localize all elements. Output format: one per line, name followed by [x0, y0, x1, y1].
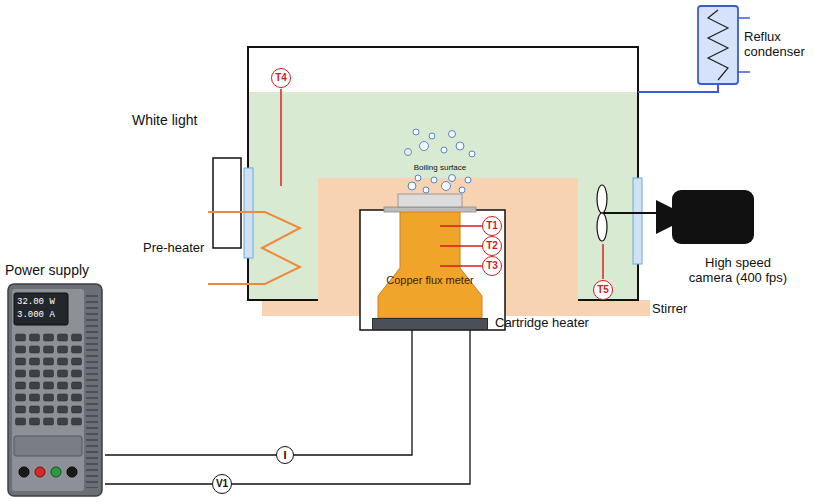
- heater-label: Pre-heater: [143, 241, 204, 256]
- node-text: I: [283, 450, 286, 461]
- node-text: T5: [597, 285, 609, 295]
- flux-meter: Copper flux meter: [372, 212, 488, 318]
- thermocouple-tag: T2: [482, 236, 502, 256]
- node-text: V1: [216, 479, 228, 489]
- thermocouple-tag: T4: [271, 68, 291, 88]
- view-window: [633, 178, 642, 264]
- surface-plate: [384, 207, 476, 212]
- coolant-port: [738, 71, 750, 73]
- thermocouple-probe: [440, 245, 482, 247]
- stirrer-blade: [597, 185, 607, 213]
- flux-meter-shape: [372, 212, 488, 318]
- cartridge-heater: Cartridge heater: [372, 318, 488, 330]
- thermocouple-probe: [280, 89, 282, 186]
- voltage-meter: V1: [212, 474, 232, 494]
- node-text: Copper flux meter: [385, 274, 475, 287]
- camera-lens: [656, 200, 672, 234]
- node-text: T4: [275, 73, 287, 83]
- boiling-surface-sample: [398, 194, 462, 207]
- wire: [105, 483, 212, 484]
- light-label: White light: [132, 112, 197, 128]
- stirrer-shaft: [600, 212, 656, 214]
- thermocouple-tag: T1: [482, 216, 502, 236]
- stirrer-label: Stirrer: [652, 302, 687, 317]
- wire: [105, 454, 276, 455]
- wire: [294, 330, 412, 455]
- heater-cavity: [360, 210, 505, 330]
- node-text: T3: [486, 261, 498, 271]
- condenser-coil: [708, 10, 728, 80]
- display-reading: 3.000 A: [17, 310, 55, 320]
- stirrer-blade: [597, 213, 607, 241]
- thermocouple-probe: [602, 244, 604, 279]
- camera-body: [672, 190, 754, 244]
- node-text: Power supply: [5, 262, 105, 279]
- power-supply-device: [8, 284, 102, 496]
- condenser-body: [698, 6, 738, 84]
- surface-label: Boiling surface: [412, 163, 468, 172]
- node-text: T1: [486, 221, 498, 231]
- thermocouple-tag: T3: [482, 256, 502, 276]
- thermocouple-tag: T5: [593, 280, 613, 300]
- wire: [232, 330, 470, 484]
- condenser-label: Reflux condenser: [744, 30, 810, 60]
- condenser-pipe: [638, 84, 718, 92]
- light-source: [213, 158, 241, 248]
- node-text: Cartridge heater: [495, 316, 589, 330]
- camera-label: High speed camera (400 fps): [686, 256, 790, 286]
- node-text: T2: [486, 241, 498, 251]
- copper-block: [378, 212, 482, 318]
- thermocouple-probe: [440, 265, 482, 267]
- current-meter: I: [276, 446, 294, 464]
- coolant-port: [738, 17, 750, 19]
- bubbles: [405, 129, 476, 193]
- pre-heater-coil: [208, 212, 300, 284]
- thermocouple-probe: [440, 225, 482, 227]
- display-reading: 32.00 W: [17, 297, 55, 307]
